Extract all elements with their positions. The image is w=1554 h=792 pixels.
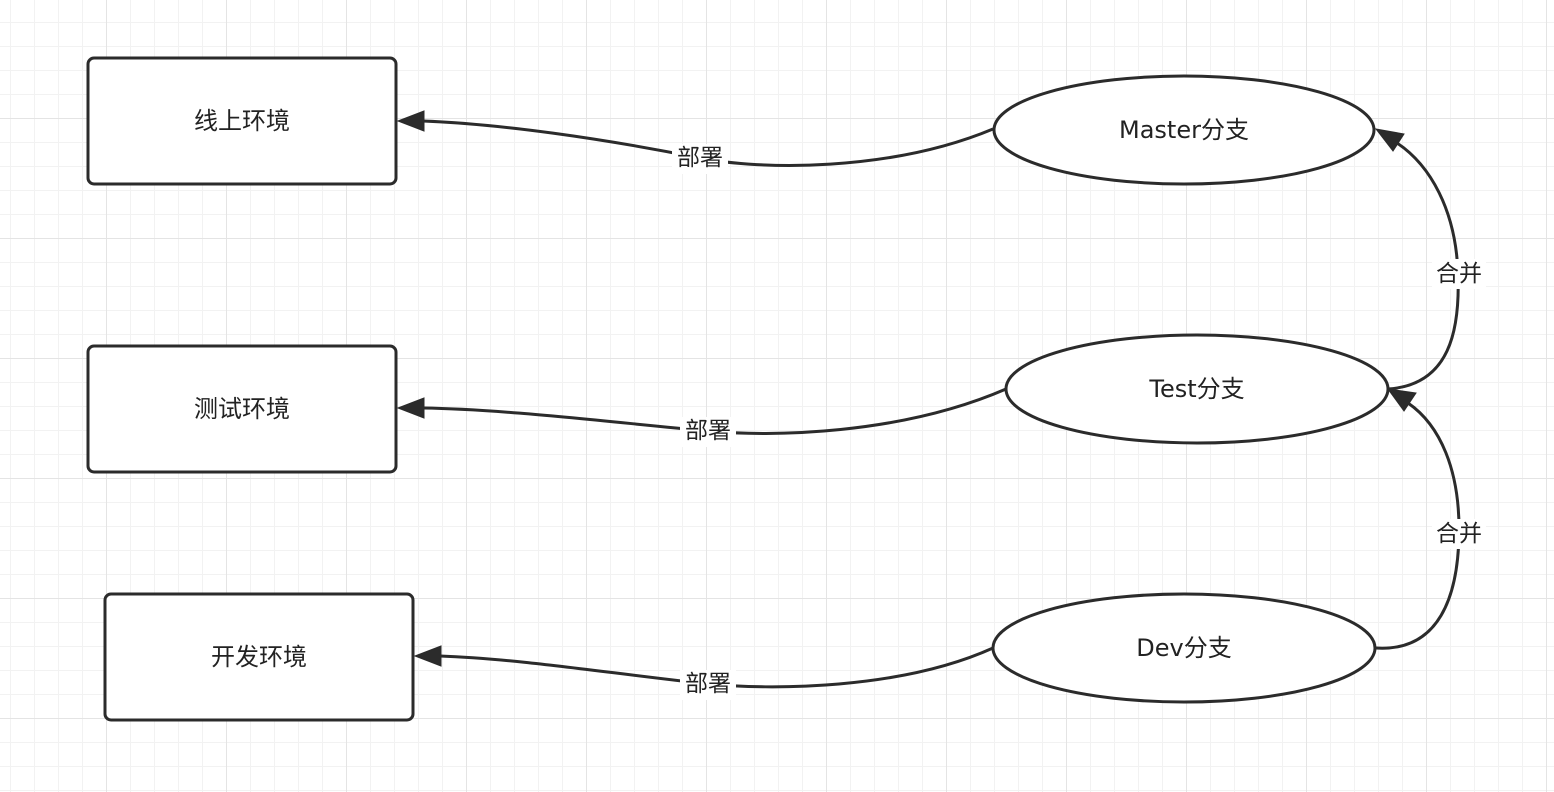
edge-label-deploy-dev: 部署 bbox=[685, 671, 731, 697]
edge-merge-dev-test: 合并 bbox=[1375, 388, 1486, 650]
node-test-branch-label: Test分支 bbox=[1148, 375, 1244, 403]
node-testing-env[interactable]: 测试环境 bbox=[86, 344, 398, 474]
edge-label-deploy-test: 部署 bbox=[685, 418, 731, 444]
node-test-branch[interactable]: Test分支 bbox=[1004, 333, 1390, 445]
node-production-env-label: 线上环境 bbox=[194, 107, 290, 135]
edge-deploy-test: 部署 bbox=[396, 387, 1007, 447]
node-testing-env-label: 测试环境 bbox=[194, 395, 290, 423]
edge-label-merge-test-master: 合并 bbox=[1436, 261, 1482, 287]
arrowhead-master bbox=[1374, 128, 1405, 152]
arrowhead-test bbox=[1386, 388, 1417, 412]
node-development-env-label: 开发环境 bbox=[211, 643, 307, 671]
edge-deploy-master: 部署 bbox=[396, 110, 994, 174]
edge-merge-test-master: 合并 bbox=[1374, 128, 1486, 391]
edge-deploy-dev: 部署 bbox=[413, 645, 994, 700]
arrowhead-production bbox=[396, 110, 425, 132]
arrowhead-development bbox=[413, 645, 442, 667]
node-master-branch-label: Master分支 bbox=[1119, 116, 1249, 144]
node-dev-branch-label: Dev分支 bbox=[1136, 634, 1231, 662]
arrowhead-testing bbox=[396, 397, 425, 419]
edge-label-deploy-master: 部署 bbox=[677, 145, 723, 171]
node-production-env[interactable]: 线上环境 bbox=[86, 56, 398, 186]
node-development-env[interactable]: 开发环境 bbox=[103, 592, 415, 722]
edge-label-merge-dev-test: 合并 bbox=[1436, 521, 1482, 547]
node-master-branch[interactable]: Master分支 bbox=[992, 74, 1376, 186]
node-dev-branch[interactable]: Dev分支 bbox=[991, 592, 1377, 704]
